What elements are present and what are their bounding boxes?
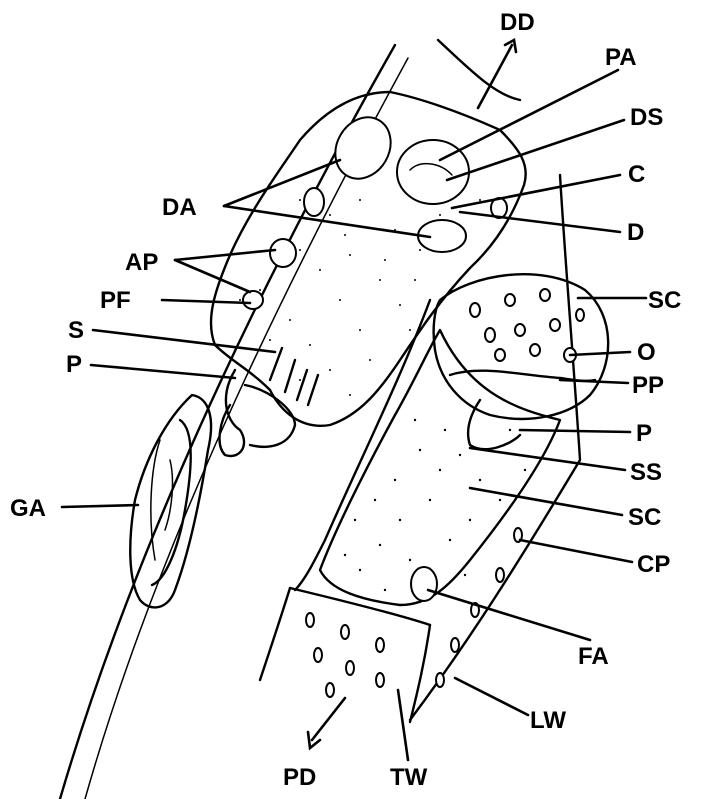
wall-pit [496, 568, 504, 582]
penetration-hypha-body [245, 385, 295, 447]
leader-cp [520, 540, 632, 562]
label-c: C [628, 161, 645, 188]
leader-pd [312, 698, 345, 740]
oil-droplet [550, 319, 560, 331]
wall-pit [341, 625, 349, 639]
wall-pit [376, 673, 384, 687]
label-pd: PD [283, 764, 316, 791]
label-lw: LW [530, 707, 566, 734]
wall-pit [326, 683, 334, 697]
leader-p-right [520, 430, 630, 432]
upper-cell [60, 40, 526, 799]
oil-droplet [470, 303, 480, 317]
lower-cell [260, 175, 608, 722]
spore-oil-droplets [470, 289, 584, 362]
wall-pit [376, 638, 384, 652]
amyloplast-upper-1 [324, 107, 401, 188]
leader-pf [162, 300, 250, 303]
leader-p-left [91, 365, 235, 378]
label-ga: GA [10, 495, 46, 522]
label-p-right: P [636, 420, 652, 447]
label-sc-top: SC [648, 287, 681, 314]
label-d: D [627, 219, 644, 246]
leader-ap-1 [175, 250, 275, 260]
wall-pit [451, 638, 459, 652]
penetration-peg [220, 370, 244, 456]
oil-droplet [540, 289, 550, 301]
ga-inner-detail [151, 440, 173, 560]
leader-lw [455, 678, 528, 715]
wall-pit [306, 613, 314, 627]
wall-pit [346, 661, 354, 675]
leader-ds [447, 120, 624, 180]
label-o: O [637, 339, 656, 366]
amyloplast-upper-5 [270, 239, 296, 267]
leader-ap-2 [175, 260, 250, 292]
upper-cell-outer-wall-right [438, 40, 520, 100]
oil-droplet [515, 324, 525, 336]
oil-droplet [576, 309, 584, 321]
label-pf: PF [100, 287, 131, 314]
label-tw: TW [390, 764, 428, 791]
label-fa: FA [578, 643, 609, 670]
lower-cell-stipple [344, 419, 526, 591]
label-pa: PA [605, 44, 637, 71]
leader-s [93, 330, 275, 352]
label-p-left: P [66, 351, 82, 378]
label-da: DA [162, 194, 197, 221]
amyloplast-upper-4 [304, 188, 324, 216]
leader-sc-mid [470, 488, 622, 515]
penetration-hyphae [270, 348, 318, 405]
label-ss: SS [630, 459, 662, 486]
label-s: S [68, 317, 84, 344]
label-dd: DD [500, 9, 535, 36]
label-sc-mid: SC [628, 504, 661, 531]
spore-cell-outline [434, 274, 609, 419]
spore-stalk [468, 400, 520, 449]
label-cp: CP [637, 551, 670, 578]
wall-pit [314, 648, 322, 662]
leader-o [570, 352, 630, 355]
oil-droplet [485, 328, 495, 342]
oil-droplet [530, 344, 540, 356]
leader-tw [398, 690, 408, 760]
lateral-wall-pits [436, 528, 522, 687]
oil-droplet [505, 294, 515, 306]
transverse-wall-pits [306, 613, 384, 697]
transverse-wall-left [260, 588, 290, 680]
leader-ga [62, 505, 138, 507]
leader-pd-arrowhead [308, 732, 320, 748]
oil-droplet [495, 349, 505, 361]
leader-pp [560, 380, 628, 383]
leader-dd [478, 45, 512, 108]
label-ds: DS [630, 104, 663, 131]
amyloplast-upper-6 [243, 291, 263, 309]
leader-ss [470, 448, 625, 470]
label-ap: AP [125, 249, 158, 276]
fungal-appressorium-lower [411, 567, 437, 601]
leader-d [460, 212, 620, 232]
label-pp: PP [632, 372, 664, 399]
lower-cell-cytoplasm-boundary [320, 330, 560, 605]
leader-fa [428, 590, 590, 640]
labels: DD PA DS C DA D AP PF SC S O P PP P SS G… [10, 9, 681, 791]
wall-pit [436, 673, 444, 687]
leader-c [452, 175, 620, 208]
